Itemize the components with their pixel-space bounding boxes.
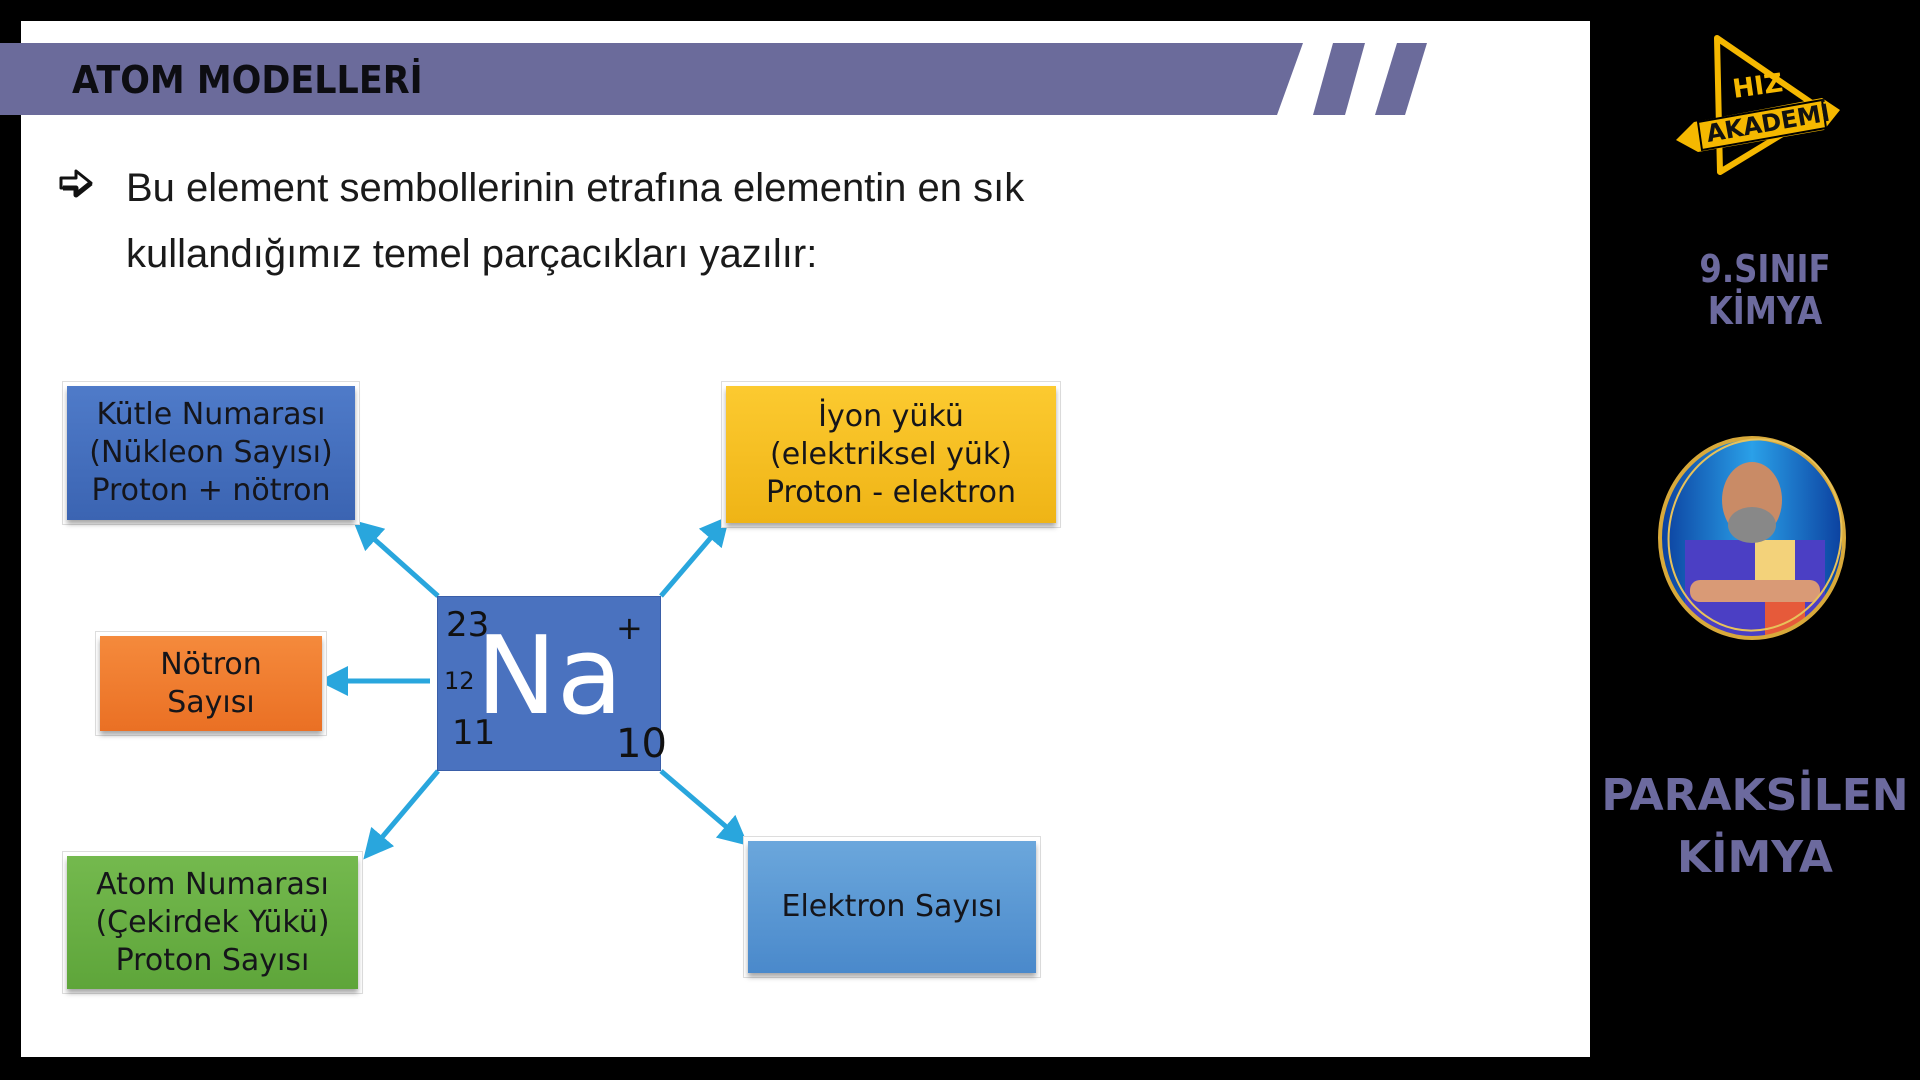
electron-count-label: Elektron Sayısı xyxy=(781,889,1003,924)
neutron-count: 12 xyxy=(444,667,475,695)
element-symbol: Na xyxy=(476,614,623,739)
hiz-akademi-logo: HIZ AKADEMİ xyxy=(1676,35,1840,175)
outline-right-arrow-icon xyxy=(59,169,93,198)
grade-label: 9.SINIF KİMYA xyxy=(1625,248,1906,332)
arrow-to-iyon xyxy=(659,515,730,598)
electron-count-box: Elektron Sayısı xyxy=(748,841,1036,973)
neutron-count-box: Nötron Sayısı xyxy=(100,636,322,731)
ion-charge-box: İyon yükü (elektriksel yük) Proton - ele… xyxy=(726,386,1056,523)
page-title: ATOM MODELLERİ xyxy=(72,58,423,102)
grade-line-2: KİMYA xyxy=(1707,289,1823,333)
atomic-number-box: Atom Numarası (Çekirdek Yükü) Proton Say… xyxy=(67,856,358,989)
arrow-to-atom xyxy=(363,769,440,860)
mass-number-label: Kütle Numarası xyxy=(96,397,326,432)
electric-charge-label: (elektriksel yük) xyxy=(770,436,1012,472)
ion-charge-label: İyon yükü xyxy=(818,398,964,434)
title-bar-shape xyxy=(0,43,1427,115)
brand-line-2: KİMYA xyxy=(1677,832,1833,883)
logo-hiz-text: HIZ xyxy=(1731,68,1785,105)
neutron-label-line1: Nötron xyxy=(160,646,262,682)
mass-number: 23 xyxy=(446,605,490,645)
proton-count-label: Proton Sayısı xyxy=(115,942,310,978)
brand-line-1: PARAKSİLEN xyxy=(1601,770,1909,821)
element-symbol-box: 23 12 11 Na + 10 xyxy=(437,596,667,771)
title-bar xyxy=(0,43,1600,115)
arrow-to-elektron xyxy=(659,769,749,846)
nuclear-charge-label: (Çekirdek Yükü) xyxy=(95,904,330,940)
intro-line-1: Bu element sembollerinin etrafına elemen… xyxy=(126,166,1025,210)
arrow-to-kutle xyxy=(352,520,440,598)
neutron-label-line2: Sayısı xyxy=(167,684,255,720)
nucleon-count-label: (Nükleon Sayısı) xyxy=(89,435,333,470)
charge-formula-label: Proton - elektron xyxy=(765,474,1017,510)
ion-charge: + xyxy=(616,609,643,647)
atomic-number-label: Atom Numarası xyxy=(96,866,329,902)
intro-line-2: kullandığımız temel parçacıkları yazılır… xyxy=(126,232,818,276)
electron-count: 10 xyxy=(616,721,667,767)
teacher-avatar xyxy=(1658,436,1846,640)
channel-brand: PARAKSİLEN KİMYA xyxy=(1595,765,1915,889)
mass-number-box: Kütle Numarası (Nükleon Sayısı) Proton +… xyxy=(67,386,355,520)
atomic-number: 11 xyxy=(452,713,496,753)
intro-text: Bu element sembollerinin etrafına elemen… xyxy=(126,155,1226,287)
grade-line-1: 9.SINIF xyxy=(1699,247,1831,291)
mass-formula-label: Proton + nötron xyxy=(91,473,331,508)
